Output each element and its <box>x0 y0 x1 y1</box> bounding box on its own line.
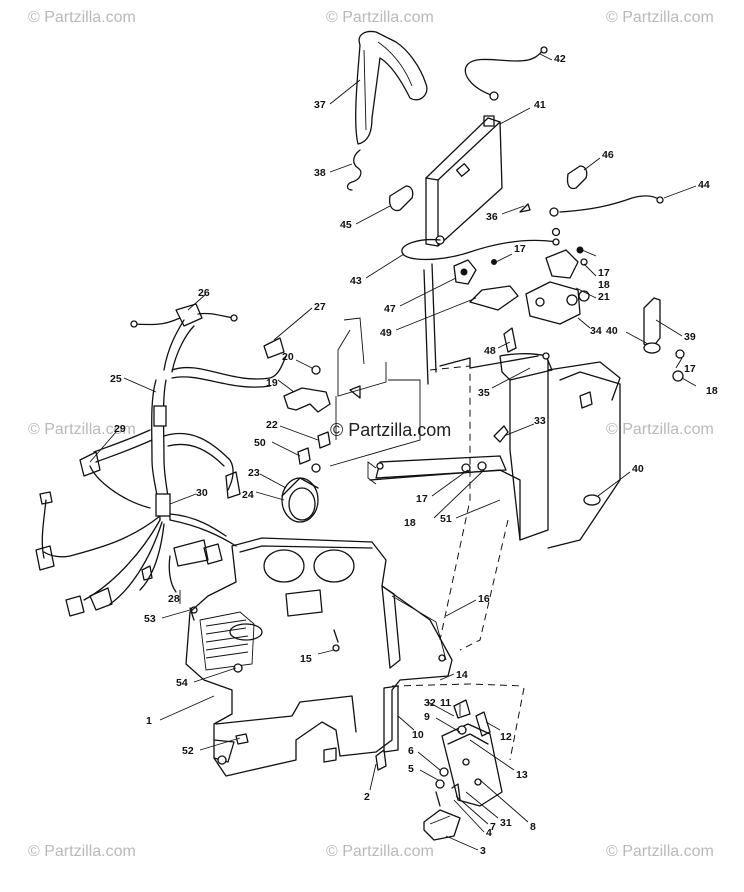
callout-30: 30 <box>196 487 208 499</box>
callout-16: 16 <box>478 593 490 605</box>
callout-9: 9 <box>424 711 430 723</box>
battery-strap-drawing <box>355 30 428 145</box>
relay-21-drawing <box>545 246 588 279</box>
callout-31: 31 <box>500 817 512 829</box>
callout-47: 47 <box>384 303 396 315</box>
watermark-mid-left: © Partzilla.com <box>28 421 136 438</box>
short-cable-drawing <box>464 46 548 101</box>
callout-4: 4 <box>486 827 492 839</box>
callout-49: 49 <box>380 327 392 339</box>
callout-7: 7 <box>490 821 496 833</box>
callout-17-b: 17 <box>598 267 610 279</box>
callout-17-d: 17 <box>416 493 428 505</box>
callout-18-b: 18 <box>706 385 718 397</box>
callout-6: 6 <box>408 745 414 757</box>
callout-41: 41 <box>534 99 546 111</box>
callout-11: 11 <box>440 697 451 709</box>
callout-17-c: 17 <box>684 363 696 375</box>
relay-bracket-47-drawing <box>453 259 477 285</box>
watermark-top-center: © Partzilla.com <box>326 9 434 26</box>
callout-42: 42 <box>554 53 566 65</box>
callout-45: 45 <box>340 219 352 231</box>
callout-14: 14 <box>456 669 468 681</box>
callout-13: 13 <box>516 769 528 781</box>
callout-37: 37 <box>314 99 326 111</box>
callout-2: 2 <box>364 791 370 803</box>
cable-44-drawing <box>559 195 664 213</box>
callout-36: 36 <box>486 211 498 223</box>
callout-25: 25 <box>110 373 122 385</box>
callout-15: 15 <box>300 653 312 665</box>
callout-22: 22 <box>266 419 278 431</box>
tube-39-drawing <box>643 297 685 382</box>
watermark-top-right: © Partzilla.com <box>606 9 714 26</box>
battery-drawing <box>425 115 503 247</box>
callout-39: 39 <box>684 331 696 343</box>
watermark-bottom-center: © Partzilla.com <box>326 843 434 860</box>
callout-23: 23 <box>248 467 260 479</box>
watermark-top-left: © Partzilla.com <box>28 9 136 26</box>
bracket-35-drawing <box>499 327 553 381</box>
callout-50: 50 <box>254 437 266 449</box>
callout-3: 3 <box>480 845 486 857</box>
callout-26: 26 <box>198 287 210 299</box>
terminal-boot-2-drawing <box>566 165 588 190</box>
terminal-boot-drawing <box>388 185 414 212</box>
callout-33: 33 <box>534 415 546 427</box>
watermark-center: © Partzilla.com <box>330 420 451 440</box>
callout-5: 5 <box>408 763 414 775</box>
taillight-assembly-drawing <box>423 699 503 841</box>
watermark-bottom-left: © Partzilla.com <box>28 843 136 860</box>
callout-46: 46 <box>602 149 614 161</box>
callout-54: 54 <box>176 677 188 689</box>
long-cable-drawing <box>401 238 560 261</box>
callout-32: 32 <box>424 697 436 709</box>
callout-40-a: 40 <box>606 325 618 337</box>
callout-44: 44 <box>698 179 710 191</box>
callout-27: 27 <box>314 301 326 313</box>
solenoid-drawing <box>525 281 590 325</box>
bracket-49-drawing <box>469 259 519 311</box>
watermark-mid-right: © Partzilla.com <box>606 421 714 438</box>
callout-20: 20 <box>282 351 294 363</box>
callout-43: 43 <box>350 275 362 287</box>
callout-48: 48 <box>484 345 496 357</box>
watermark-bottom-right: © Partzilla.com <box>606 843 714 860</box>
hook-drawing <box>346 149 362 191</box>
hood-panel-drawing <box>185 537 525 777</box>
callout-40-b: 40 <box>632 463 644 475</box>
gauge-group-drawing <box>281 365 331 523</box>
callout-10: 10 <box>412 729 424 741</box>
callout-21: 21 <box>598 291 610 303</box>
callout-18-c: 18 <box>404 517 416 529</box>
frame-outline-drawing <box>329 263 621 651</box>
callout-51: 51 <box>440 513 452 525</box>
callout-12: 12 <box>500 731 512 743</box>
callout-29: 29 <box>114 423 126 435</box>
callout-18-a: 18 <box>598 279 610 291</box>
leader-lines <box>89 53 697 851</box>
callout-28: 28 <box>168 593 180 605</box>
callout-53: 53 <box>144 613 156 625</box>
callout-52: 52 <box>182 745 194 757</box>
watermarks: © Partzilla.com © Partzilla.com © Partzi… <box>28 9 714 860</box>
small-hardware-36-drawing <box>519 203 561 237</box>
callout-1: 1 <box>146 715 152 727</box>
callout-labels: 1 2 3 4 5 6 7 8 9 10 11 12 13 14 15 16 1… <box>110 53 718 857</box>
callout-8: 8 <box>530 821 536 833</box>
callout-35: 35 <box>478 387 490 399</box>
callout-24: 24 <box>242 489 254 501</box>
callout-34: 34 <box>590 325 602 337</box>
callout-19: 19 <box>266 377 278 389</box>
wiring-harness-drawing <box>35 303 287 621</box>
callout-17-a: 17 <box>514 243 526 255</box>
callout-38: 38 <box>314 167 326 179</box>
